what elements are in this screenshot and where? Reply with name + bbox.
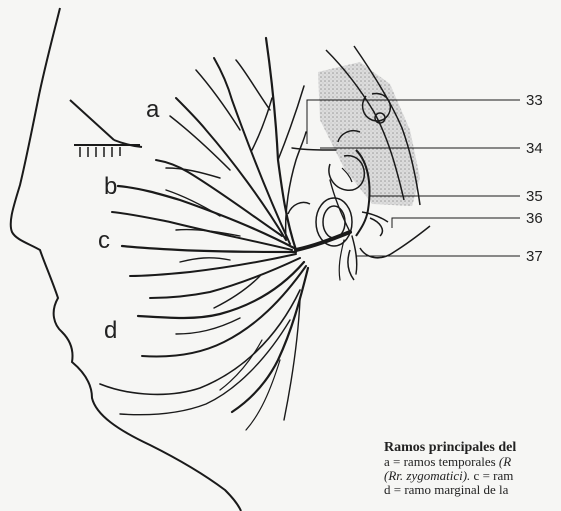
label-33: 33 <box>526 92 543 109</box>
caption-line-2-text: c = ram <box>470 468 513 483</box>
label-34: 34 <box>526 140 543 157</box>
label-c: c <box>98 227 110 254</box>
label-a: a <box>146 96 160 123</box>
label-36: 36 <box>526 210 543 227</box>
mastoid-process <box>288 198 430 280</box>
figure-caption: Ramos principales del a = ramos temporal… <box>384 441 561 497</box>
label-35: 35 <box>526 188 543 205</box>
caption-line-3: d = ramo marginal de la <box>384 483 561 497</box>
caption-line-1: a = ramos temporales (R <box>384 455 561 469</box>
caption-line-2: (Rr. zygomatici). c = ram <box>384 469 561 483</box>
label-b: b <box>104 173 117 200</box>
caption-line-1-latin: (R <box>499 454 511 469</box>
eye-icon <box>70 100 142 157</box>
caption-title: Ramos principales del <box>384 441 561 455</box>
label-d: d <box>104 317 117 344</box>
label-37: 37 <box>526 248 543 265</box>
temporal-bone-structure <box>318 46 420 236</box>
caption-line-1-text: a = ramos temporales <box>384 454 499 469</box>
caption-line-2-latin: (Rr. zygomatici). <box>384 468 470 483</box>
leader-36 <box>392 218 520 228</box>
